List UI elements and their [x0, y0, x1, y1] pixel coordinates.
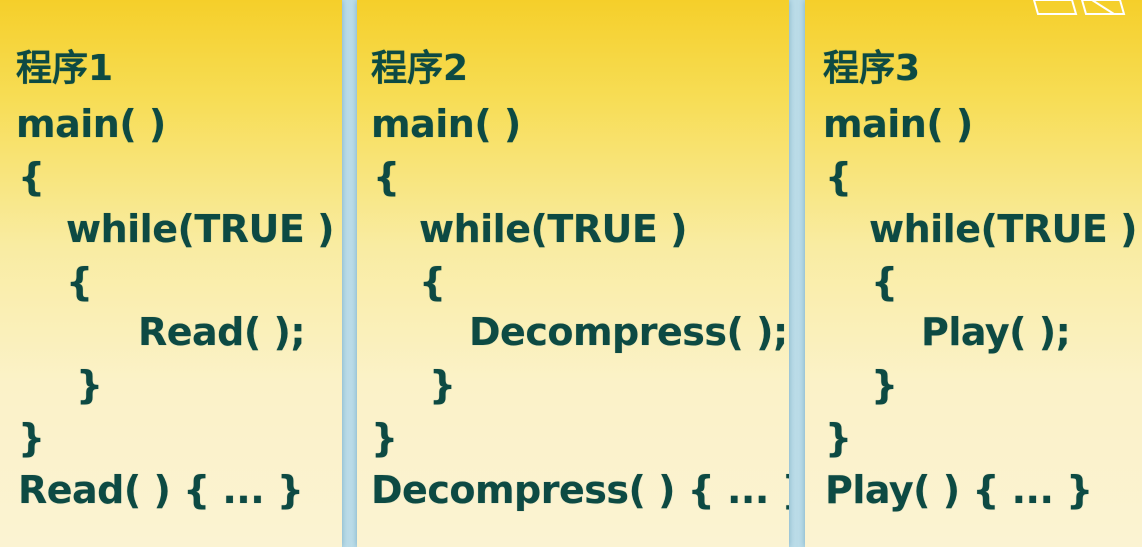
program-panel-3: 程序3 main( ) { while(TRUE ) { Play( ); } …: [805, 0, 1142, 547]
close-brace: }: [825, 416, 852, 460]
function-definition: Play( ) { ... }: [825, 468, 1093, 512]
program-title: 程序1: [16, 48, 114, 89]
program-panel-1: 程序1 main( ) { while(TRUE ) { Read( ); } …: [0, 0, 342, 547]
while-loop: while(TRUE ): [66, 207, 334, 251]
while-loop: while(TRUE ): [419, 207, 687, 251]
code-block-2: 程序2 main( ) { while(TRUE ) { Decompress(…: [357, 0, 789, 547]
loop-close-brace: }: [76, 363, 103, 407]
main-signature: main( ): [823, 102, 973, 146]
function-call: Decompress( );: [469, 310, 788, 354]
program-panel-2: 程序2 main( ) { while(TRUE ) { Decompress(…: [357, 0, 789, 547]
open-brace: {: [825, 155, 852, 199]
function-definition: Decompress( ) { ... }: [371, 468, 789, 512]
program-title: 程序3: [823, 48, 921, 89]
open-brace: {: [18, 155, 45, 199]
code-block-1: 程序1 main( ) { while(TRUE ) { Read( ); } …: [0, 0, 342, 547]
loop-open-brace: {: [66, 260, 93, 304]
loop-open-brace: {: [419, 260, 446, 304]
logo-icon: [1032, 0, 1126, 15]
program-title: 程序2: [371, 48, 469, 89]
while-loop: while(TRUE ): [869, 207, 1137, 251]
code-block-3: 程序3 main( ) { while(TRUE ) { Play( ); } …: [805, 0, 1142, 547]
loop-close-brace: }: [871, 363, 898, 407]
function-call: Play( );: [921, 310, 1071, 354]
open-brace: {: [373, 155, 400, 199]
main-signature: main( ): [16, 102, 166, 146]
close-brace: }: [371, 416, 398, 460]
function-definition: Read( ) { ... }: [18, 468, 304, 512]
close-brace: }: [18, 416, 45, 460]
loop-open-brace: {: [871, 260, 898, 304]
main-signature: main( ): [371, 102, 521, 146]
loop-close-brace: }: [429, 363, 456, 407]
function-call: Read( );: [138, 310, 306, 354]
